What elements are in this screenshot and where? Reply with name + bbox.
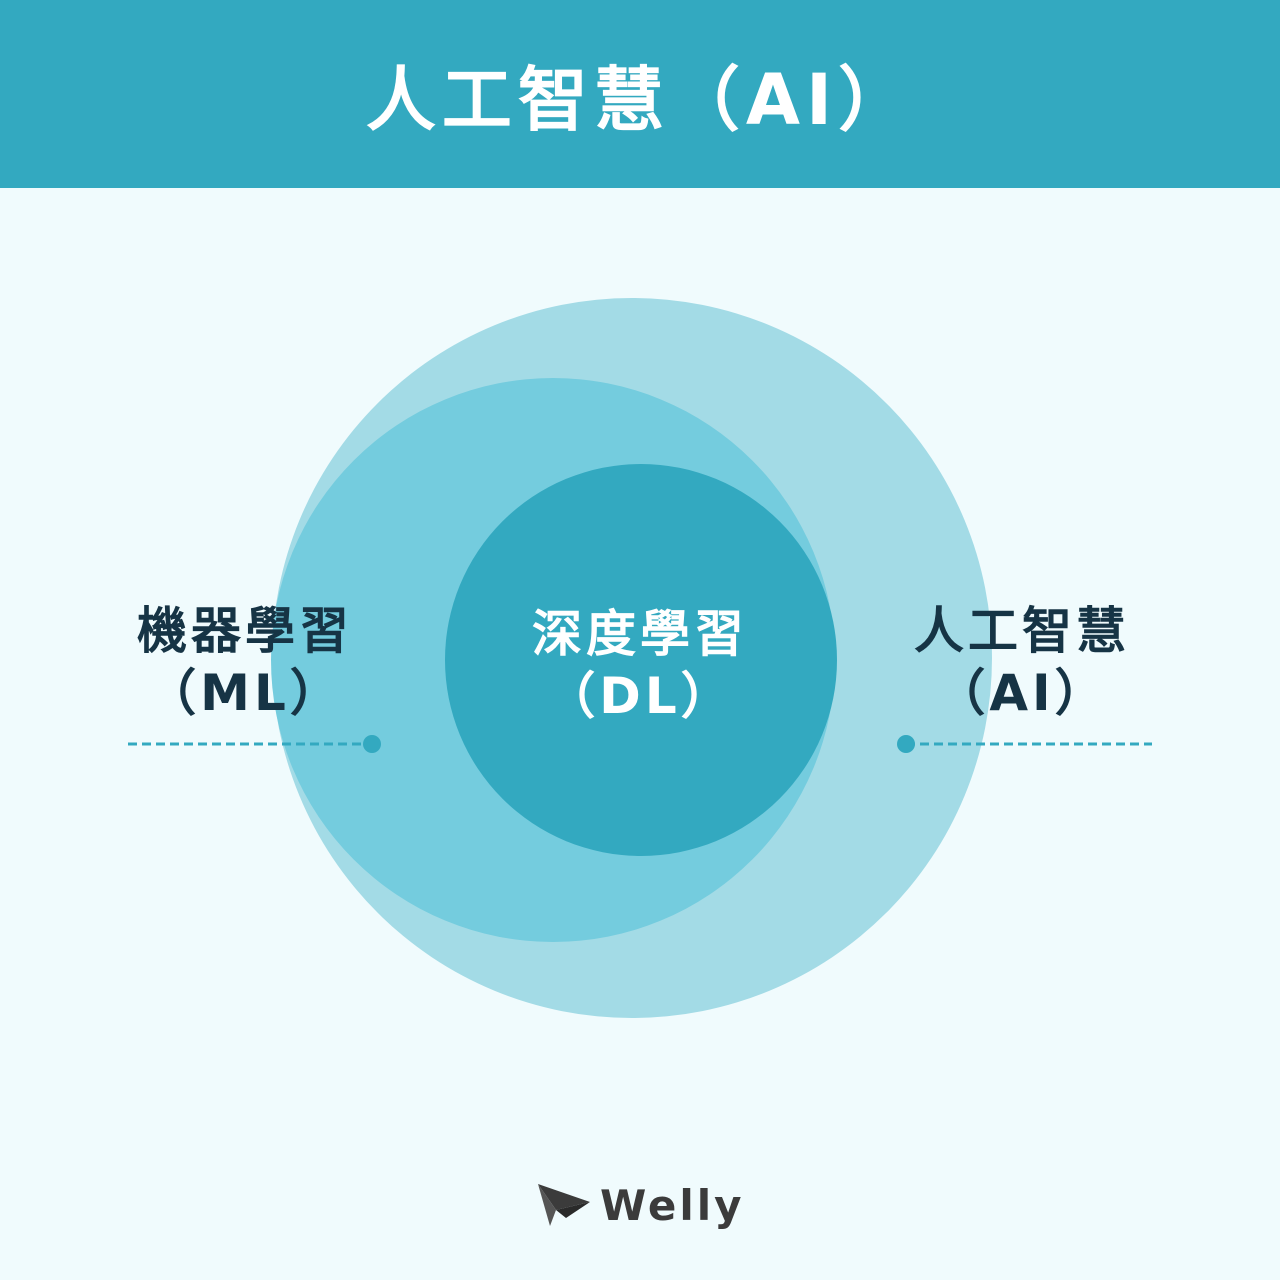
ai-connector [897, 735, 1152, 753]
ai-label-abbr: （AI） [935, 664, 1109, 722]
ml-label-abbr: （ML） [146, 664, 344, 722]
page-title: 人工智慧（AI） [365, 58, 915, 141]
dl-label-abbr: （DL） [545, 667, 735, 725]
brand-name: Welly [600, 1180, 745, 1230]
ml-label: 機器學習 （ML） [95, 600, 395, 724]
dl-label: 深度學習 （DL） [490, 603, 790, 727]
inner-circle-dl [445, 464, 837, 856]
ai-label: 人工智慧 （AI） [872, 600, 1172, 724]
header-banner: 人工智慧（AI） [0, 0, 1280, 188]
welly-logo: Welly [536, 1180, 745, 1230]
dl-label-name: 深度學習 [532, 605, 748, 663]
ml-connector [128, 735, 381, 753]
ai-label-name: 人工智慧 [914, 602, 1130, 660]
ml-label-name: 機器學習 [137, 602, 353, 660]
paper-plane-icon [538, 1184, 590, 1226]
